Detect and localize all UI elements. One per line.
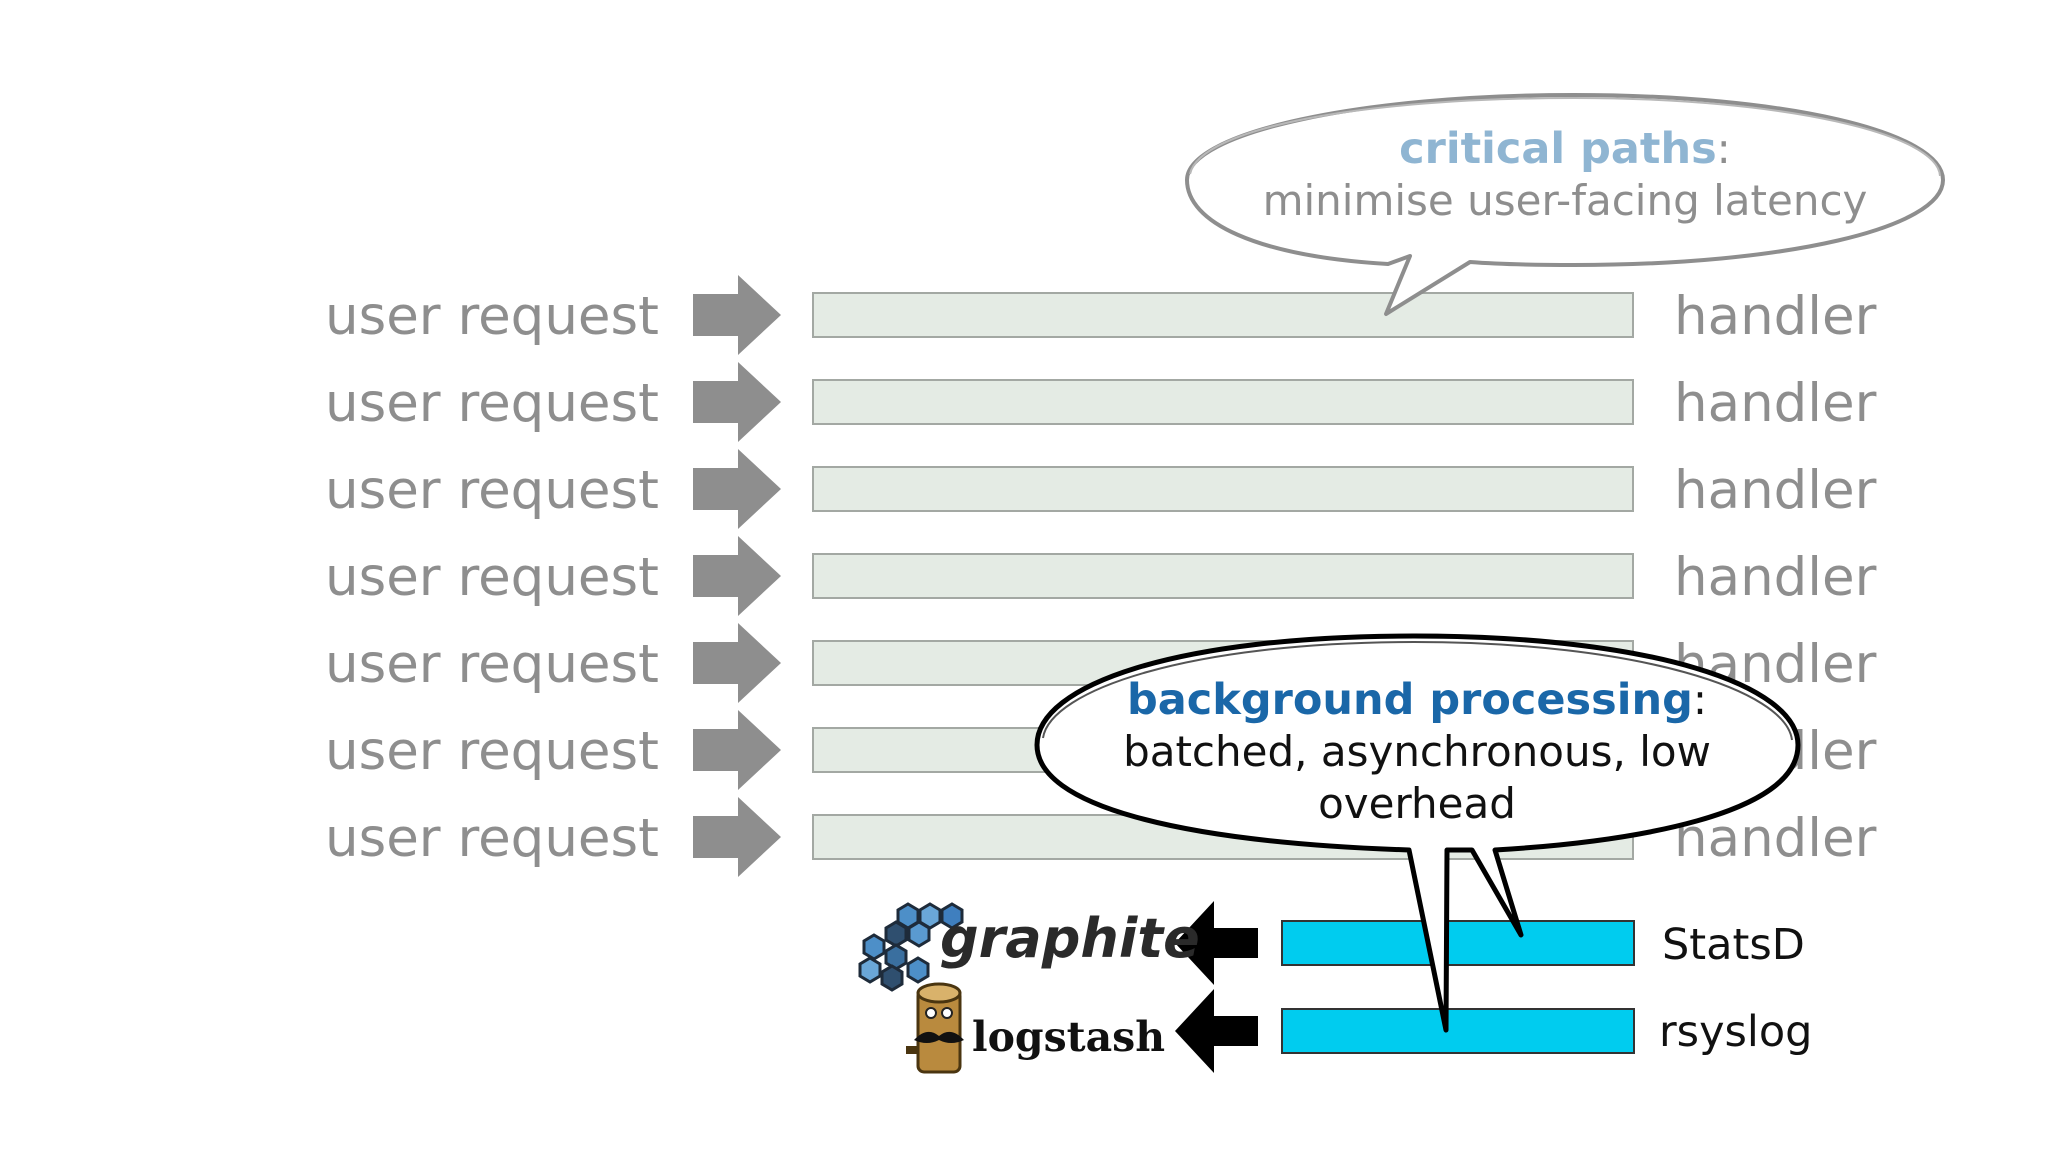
- arrow-right-icon: [693, 362, 781, 442]
- arrow-right-icon: [693, 623, 781, 703]
- handler-bar: [812, 379, 1634, 425]
- graphite-hexagon-icon: [858, 902, 964, 992]
- user-request-label: user request: [325, 721, 659, 782]
- request-row: user request handler: [325, 536, 1877, 616]
- handler-label: handler: [1674, 286, 1877, 347]
- arrow-left-icon: [1175, 989, 1258, 1073]
- user-request-label: user request: [325, 808, 659, 869]
- background-row-rsyslog: rsyslog: [1175, 989, 1812, 1073]
- arrow-right-icon: [693, 797, 781, 877]
- handler-bar: [812, 292, 1634, 338]
- callout-bottom-bubble: [1034, 633, 1801, 1033]
- handler-label: handler: [1674, 547, 1877, 608]
- handler-label: handler: [1674, 460, 1877, 521]
- request-row: user request handler: [325, 449, 1877, 529]
- callout-bottom-title: background processing:: [1127, 675, 1707, 725]
- callout-critical-paths: critical paths: minimise user-facing lat…: [1185, 93, 1945, 316]
- logstash-logo: logstash: [906, 982, 1165, 1074]
- callout-bottom-line2: overhead: [1318, 779, 1516, 828]
- handler-bar: [812, 553, 1634, 599]
- callout-bottom-title-text: background processing: [1127, 675, 1693, 725]
- statsd-label: StatsD: [1662, 920, 1805, 970]
- handler-bar: [812, 466, 1634, 512]
- rsyslog-label: rsyslog: [1659, 1007, 1812, 1057]
- callout-top-bubble: [1185, 93, 1945, 316]
- user-request-label: user request: [325, 634, 659, 695]
- request-row: user request handler: [325, 362, 1877, 442]
- user-request-label: user request: [325, 373, 659, 434]
- callout-bottom-line1: batched, asynchronous, low: [1123, 727, 1711, 776]
- callout-bottom-title-suffix: :: [1693, 675, 1707, 724]
- arrow-left-icon: [1175, 901, 1258, 985]
- callout-top-text: minimise user-facing latency: [1263, 176, 1868, 225]
- callout-top-title: critical paths:: [1399, 124, 1731, 174]
- callout-top-title-suffix: :: [1717, 124, 1731, 173]
- arrow-right-icon: [693, 449, 781, 529]
- logstash-log-mascot-icon: [906, 982, 964, 1074]
- arrow-right-icon: [693, 710, 781, 790]
- request-row: user request handler: [325, 275, 1877, 355]
- callout-background-processing: background processing: batched, asynchro…: [1034, 633, 1801, 1033]
- graphite-wordmark: graphite: [940, 907, 1200, 970]
- user-request-label: user request: [325, 460, 659, 521]
- arrow-right-icon: [693, 536, 781, 616]
- callout-top-title-text: critical paths: [1399, 124, 1717, 174]
- handler-label: handler: [1674, 373, 1877, 434]
- rsyslog-bar: [1281, 1008, 1635, 1054]
- arrow-right-icon: [693, 275, 781, 355]
- user-request-label: user request: [325, 286, 659, 347]
- graphite-logo: graphite: [858, 902, 1200, 992]
- user-request-label: user request: [325, 547, 659, 608]
- logstash-wordmark: logstash: [972, 1013, 1165, 1061]
- background-row-statsd: StatsD: [1175, 901, 1805, 985]
- statsd-bar: [1281, 920, 1635, 966]
